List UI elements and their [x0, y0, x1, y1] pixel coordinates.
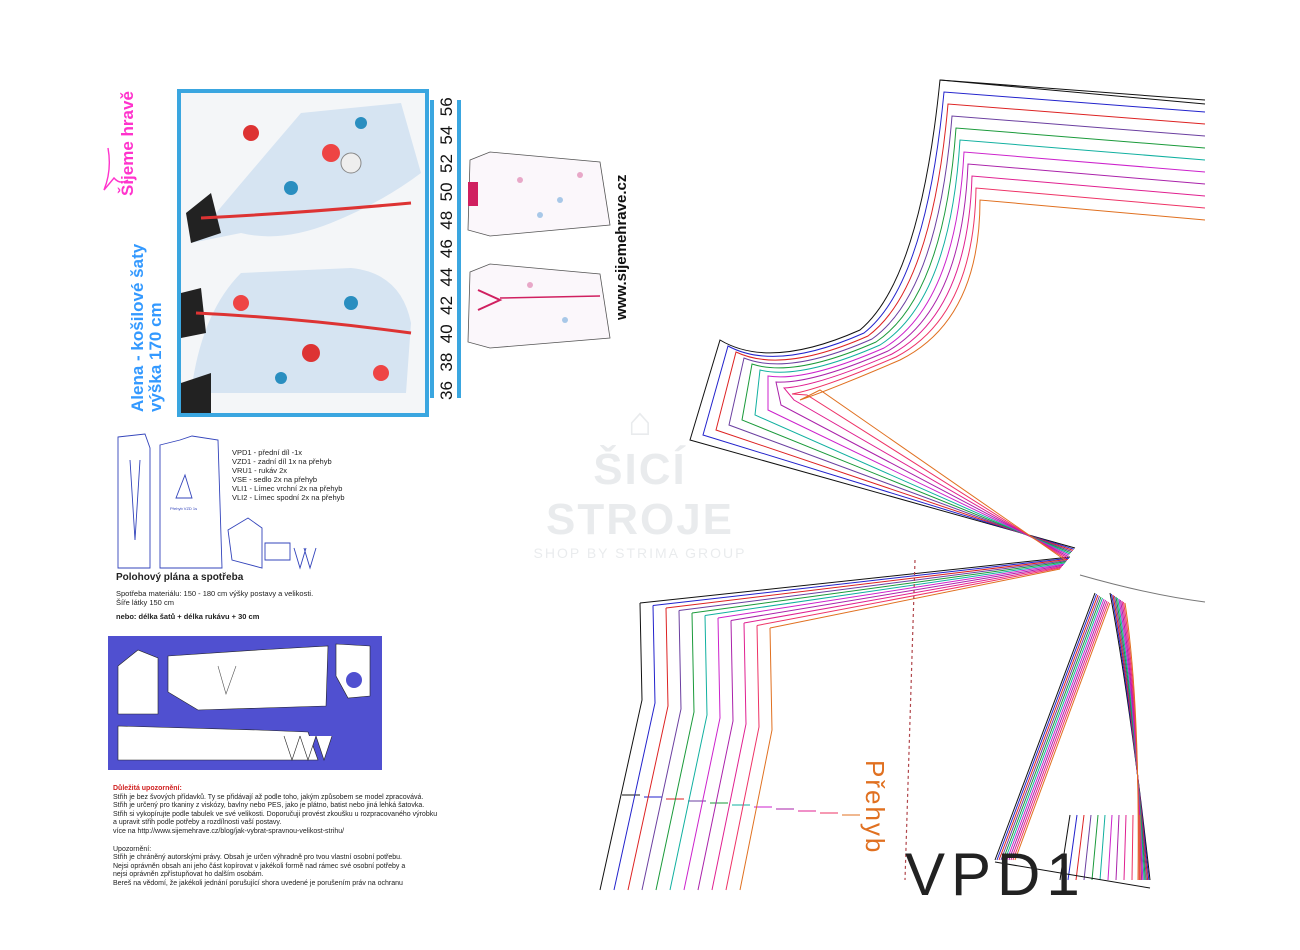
- watermark: ⌂ ŠICÍ STROJE SHOP BY STRIMA GROUP: [500, 400, 780, 561]
- lower-pattern-line: [627, 558, 1069, 891]
- garment-photo-image: [181, 93, 425, 413]
- upper-pattern-line: [782, 175, 1206, 559]
- notes-line: nejsi oprávněn zpřístupňovat ho dalším o…: [113, 871, 264, 879]
- upper-pattern-line: [799, 199, 1206, 561]
- consumption-line: Šíře látky 150 cm: [116, 598, 174, 607]
- consumption-line: Spotřeba materiálu: 150 - 180 cm výšky p…: [116, 589, 314, 598]
- hem-line: [1083, 814, 1092, 881]
- layout-title: Polohový plána a spotřeba: [116, 572, 244, 583]
- lower-pattern-line: [711, 566, 1063, 891]
- legend-item: VLI2 - Límec spodní 2x na přehyb: [232, 493, 345, 502]
- alternative-consumption: nebo: délka šatů + délka rukávu + 30 cm: [116, 612, 260, 621]
- upper-pattern-line: [702, 91, 1206, 550]
- hem-line: [1107, 814, 1113, 881]
- top-edge-line: [939, 79, 1206, 105]
- dart-line: [1004, 597, 1145, 881]
- notes-line: Střih je určený pro tkaniny z viskózy, b…: [113, 802, 425, 810]
- notes-heading-2: Upozornění:: [113, 845, 152, 853]
- upper-pattern-line: [689, 79, 1206, 549]
- lower-pattern-line: [655, 561, 1067, 891]
- notes-link[interactable]: více na http://www.sijemehrave.cz/blog/j…: [113, 827, 345, 835]
- cutting-layout: [108, 636, 382, 770]
- cutting-layout-pieces: [117, 643, 371, 761]
- legend-item: VZD1 - zadní díl 1x na přehyb: [232, 457, 332, 466]
- notes-line: Střih je chráněný autorskými právy. Obsa…: [113, 854, 402, 862]
- upper-pattern-line: [728, 115, 1206, 553]
- size-bar-right: [457, 100, 461, 398]
- dart-line: [1014, 602, 1139, 881]
- pieces-legend: VPD1 - přední díl -1x VZD1 - zadní díl 1…: [232, 448, 345, 502]
- watermark-subtext: SHOP BY STRIMA GROUP: [533, 545, 747, 561]
- lower-pattern-line: [669, 562, 1066, 891]
- dart-line: [996, 593, 1150, 881]
- dart-line: [1006, 598, 1144, 881]
- lower-pattern-line: [739, 568, 1061, 891]
- legend-item: VLI1 - Límec vrchní 2x na přehyb: [232, 484, 343, 493]
- fold-label: Přehyb: [860, 760, 890, 855]
- hem-line: [1131, 814, 1134, 881]
- upper-pattern-line: [791, 187, 1206, 560]
- hem-line: [1075, 814, 1085, 881]
- legend-item: VRU1 - rukáv 2x: [232, 466, 288, 475]
- dart-line: [1000, 595, 1147, 881]
- watermark-icon: ⌂: [627, 400, 653, 444]
- hem-line: [1067, 814, 1078, 881]
- upper-pattern-line: [715, 103, 1206, 551]
- notes-line: Nejsi oprávněn obsah ani jeho část kopír…: [113, 862, 406, 870]
- hem-line: [1123, 814, 1127, 881]
- hem-line: [1115, 814, 1120, 881]
- notes-heading: Důležitá upozornění:: [113, 785, 182, 792]
- hem-line: [1099, 814, 1106, 881]
- piece-label: VPD1: [905, 841, 1086, 908]
- consumption-text: Spotřeba materiálu: 150 - 180 cm výšky p…: [116, 589, 313, 607]
- lower-pattern-line: [683, 563, 1065, 891]
- size-bar-left: [430, 100, 434, 398]
- upper-pattern-line: [767, 151, 1206, 556]
- lower-pattern-line: [641, 560, 1068, 891]
- upper-pattern-line: [741, 127, 1206, 554]
- lower-pattern-line: [725, 567, 1062, 891]
- dress-sketch-bottom: [467, 263, 611, 349]
- lower-pattern-line: [599, 556, 1071, 891]
- watermark-text: ŠICÍ STROJE: [545, 445, 735, 544]
- lower-pattern-line: [697, 564, 1064, 891]
- dress-sketch-top: [467, 151, 611, 237]
- lower-pattern-line: [613, 557, 1070, 891]
- hem-line: [1091, 814, 1099, 881]
- dart-line: [1012, 601, 1140, 881]
- fold-line: [904, 559, 916, 881]
- dart-line: [1002, 596, 1146, 881]
- hem-line: [1059, 814, 1071, 881]
- hem-base-line: [994, 861, 1151, 889]
- legend-item: VPD1 - přední díl -1x: [232, 448, 303, 457]
- notes-line: Střih je bez švových přídavků. Ty se při…: [113, 793, 424, 801]
- legend-item: VSE - sedlo 2x na přehyb: [232, 475, 318, 484]
- svg-text:Přehyb VZD 1s: Přehyb VZD 1s: [170, 506, 197, 511]
- dart-line: [998, 594, 1149, 881]
- notes-line: Bereš na vědomí, že jakékoli jednání por…: [113, 879, 403, 887]
- dart-line: [994, 592, 1151, 881]
- notes-line: a upravit střih podle potřeby a rozdílno…: [113, 819, 282, 827]
- garment-photo: [177, 89, 429, 417]
- upper-pattern-line: [775, 163, 1206, 557]
- side-curve: [1079, 574, 1206, 603]
- notes-section: Důležitá upozornění: Střih je bez švovýc…: [113, 785, 513, 889]
- notes-line: Střih si vykopírujte podle tabulek ve sv…: [113, 810, 438, 818]
- upper-pattern-line: [754, 139, 1206, 555]
